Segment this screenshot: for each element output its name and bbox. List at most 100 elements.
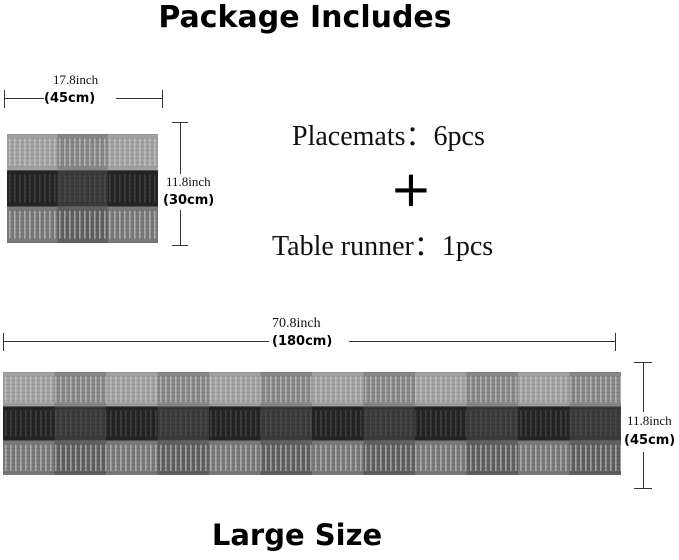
weave-rib — [94, 210, 96, 239]
weave-rib — [470, 410, 472, 437]
weave-rib — [165, 410, 167, 437]
weave-rib — [345, 376, 347, 403]
weave-rib — [64, 210, 66, 239]
weave-rib — [160, 376, 162, 403]
weave-rib — [585, 410, 587, 437]
weave-rib — [300, 376, 302, 403]
weave-rib — [290, 376, 292, 403]
weave-rib — [430, 410, 432, 437]
weave-rib — [94, 138, 96, 167]
weave-strand — [7, 210, 158, 211]
weave-rib — [79, 174, 81, 203]
weave-rib — [255, 444, 257, 471]
weave-rib — [420, 410, 422, 437]
weave-strand — [3, 424, 621, 425]
weave-rib — [149, 174, 151, 203]
weave-rib — [15, 410, 17, 437]
weave-rib — [100, 444, 102, 471]
weave-rib — [475, 444, 477, 471]
weave-rib — [125, 410, 127, 437]
weave-rib — [30, 376, 32, 403]
weave-rib — [150, 410, 152, 437]
weave-rib — [120, 376, 122, 403]
weave-rib — [215, 410, 217, 437]
weave-rib — [120, 444, 122, 471]
weave-strand — [3, 420, 621, 421]
weave-rib — [540, 376, 542, 403]
weave-rib — [65, 444, 67, 471]
weave-rib — [34, 138, 36, 167]
weave-rib — [35, 410, 37, 437]
weave-band — [7, 134, 158, 171]
weave-rib — [245, 410, 247, 437]
weave-rib — [560, 376, 562, 403]
placemat-width-inch: 17.8inch — [53, 72, 99, 87]
weave-rib — [605, 444, 607, 471]
weave-rib — [45, 410, 47, 437]
weave-strand — [3, 400, 621, 401]
weave-rib — [490, 410, 492, 437]
weave-rib — [205, 376, 207, 403]
weave-rib — [280, 410, 282, 437]
placemat-height-cm: (30cm) — [163, 193, 215, 208]
weave-strand — [7, 150, 158, 151]
weave-rib — [505, 410, 507, 437]
weave-rib — [310, 444, 312, 471]
weave-rib — [510, 410, 512, 437]
weave-rib — [134, 210, 136, 239]
weave-rib — [5, 410, 7, 437]
weave-rib — [545, 410, 547, 437]
weave-rib — [129, 138, 131, 167]
weave-strand — [3, 444, 621, 445]
weave-rib — [59, 174, 61, 203]
weave-rib — [124, 174, 126, 203]
weave-rib — [109, 210, 111, 239]
weave-rib — [270, 376, 272, 403]
weave-rib — [55, 376, 57, 403]
weave-rib — [185, 444, 187, 471]
weave-rib — [235, 410, 237, 437]
weave-rib — [275, 410, 277, 437]
weave-rib — [160, 410, 162, 437]
weave-rib — [335, 444, 337, 471]
weave-rib — [50, 444, 52, 471]
weave-rib — [590, 410, 592, 437]
runner-length-cm: (180cm) — [272, 334, 333, 349]
weave-rib — [450, 376, 452, 403]
weave-rib — [485, 444, 487, 471]
weave-strand — [3, 456, 621, 457]
weave-rib — [50, 376, 52, 403]
weave-rib — [610, 410, 612, 437]
page-title: Package Includes — [158, 0, 452, 35]
weave-rib — [154, 210, 156, 239]
weave-rib — [115, 376, 117, 403]
weave-panel — [209, 406, 261, 441]
weave-rib — [80, 410, 82, 437]
weave-rib — [560, 444, 562, 471]
weave-strand — [3, 428, 621, 429]
weave-rib — [260, 410, 262, 437]
weave-rib — [30, 444, 32, 471]
weave-rib — [315, 444, 317, 471]
weave-rib — [340, 410, 342, 437]
weave-rib — [200, 444, 202, 471]
weave-rib — [89, 138, 91, 167]
weave-rib — [14, 174, 16, 203]
weave-rib — [115, 410, 117, 437]
weave-rib — [140, 410, 142, 437]
weave-rib — [45, 444, 47, 471]
weave-rib — [195, 410, 197, 437]
weave-rib — [585, 376, 587, 403]
weave-rib — [410, 410, 412, 437]
weave-rib — [85, 444, 87, 471]
weave-rib — [390, 376, 392, 403]
weave-rib — [150, 444, 152, 471]
weave-rib — [55, 410, 57, 437]
weave-strand — [7, 198, 158, 199]
weave-rib — [74, 138, 76, 167]
weave-rib — [5, 444, 7, 471]
weave-rib — [104, 210, 106, 239]
weave-rib — [360, 444, 362, 471]
weave-rib — [9, 174, 11, 203]
weave-rib — [175, 376, 177, 403]
